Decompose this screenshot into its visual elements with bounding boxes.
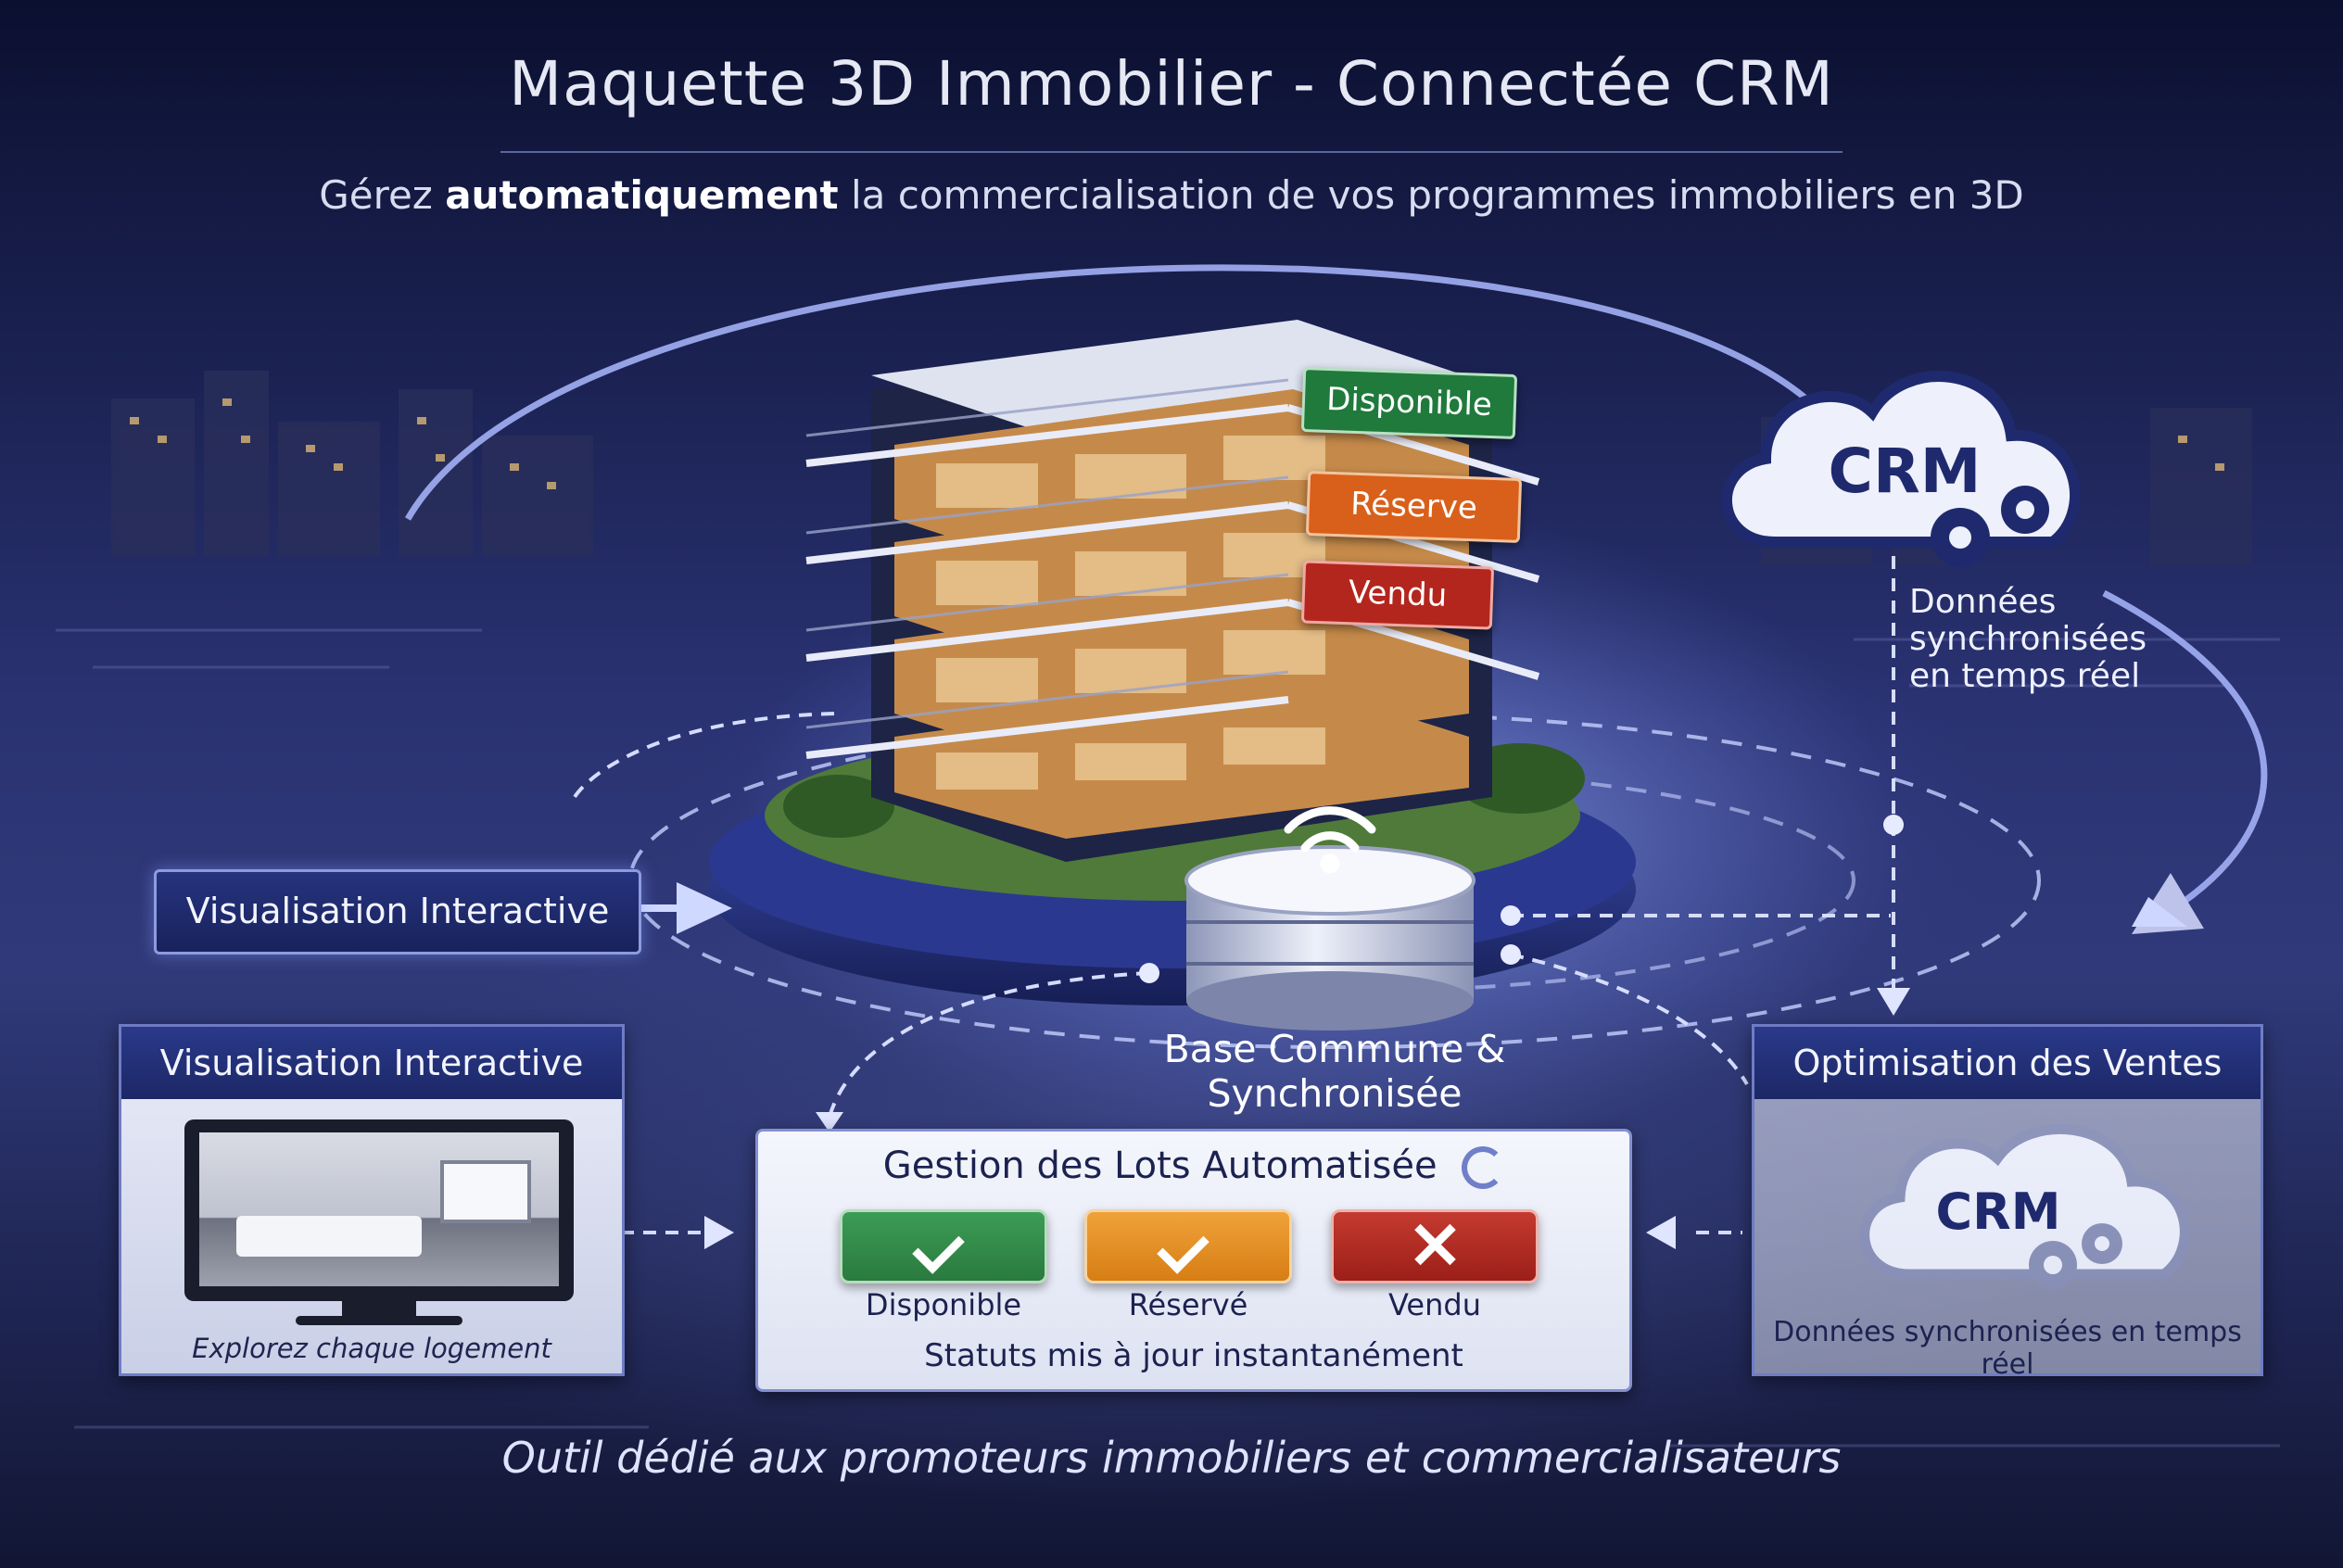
tag-reserve: Réserve (1305, 470, 1523, 544)
panel-visualisation: Visualisation Interactive Explorez chaqu… (119, 1024, 625, 1376)
monitor-stand (342, 1301, 416, 1318)
crm-cloud-top-icon (1720, 371, 2081, 548)
status-reserve-card (1084, 1209, 1292, 1283)
panel-lots-title-row: Gestion des Lots Automatisée (758, 1144, 1629, 1189)
connector-dots (1139, 815, 1904, 983)
orbit-arc-top (404, 264, 1819, 521)
page-subtitle: Gérez automatiquement la commercialisati… (0, 172, 2343, 218)
page-title: Maquette 3D Immobilier - Connectée CRM (509, 48, 1834, 120)
subtitle-start: Gérez (319, 172, 446, 218)
crm-top-label: CRM (1828, 436, 1982, 507)
panel-lots-footer: Statuts mis à jour instantanément (924, 1337, 1463, 1374)
database-caption-line1: Base Commune & (1163, 1027, 1506, 1071)
connectors (573, 556, 1895, 1234)
status-disponible-label: Disponible (865, 1287, 1022, 1322)
crm-top-caption-line1: Données (1909, 583, 2057, 621)
tag-disponible-label: Disponible (1325, 380, 1493, 424)
tagline: Outil dédié aux promoteurs immobiliers e… (501, 1433, 1842, 1483)
check-icon (912, 1221, 965, 1274)
refresh-icon (1462, 1146, 1505, 1189)
bed-shape (236, 1216, 422, 1257)
wifi-icon (1284, 806, 1376, 874)
database-icon (1184, 845, 1475, 1031)
room-preview-image (199, 1132, 559, 1286)
check-icon (1157, 1221, 1209, 1274)
visualisation-arrow-label: Visualisation Interactive (185, 891, 610, 931)
orbit-arc-right (2102, 589, 2268, 935)
panel-optimisation: Optimisation des Ventes CRM Données sync… (1752, 1024, 2263, 1381)
tree-left (783, 775, 894, 838)
status-vendu-label: Vendu (1388, 1287, 1481, 1322)
panel-optimisation-title: Optimisation des Ventes (1754, 1027, 2261, 1099)
panel-optimisation-caption: Données synchronisées en temps réel (1773, 1316, 2242, 1381)
status-reserve-label: Réservé (1128, 1287, 1248, 1322)
tag-vendu-label: Vendu (1348, 574, 1448, 614)
panel-lots-title: Gestion des Lots Automatisée (882, 1144, 1437, 1187)
crm-top-caption: Données synchronisées en temps réel (1909, 584, 2187, 695)
panel-optimisation-crm-label: CRM (1935, 1182, 2061, 1241)
tag-disponible: Disponible (1300, 366, 1518, 440)
tag-reserve-label: Réserve (1349, 485, 1478, 527)
tag-vendu: Vendu (1300, 560, 1495, 630)
water-reflections (56, 628, 2280, 1448)
monitor-icon (184, 1119, 574, 1325)
database-caption-line2: Synchronisée (1207, 1071, 1463, 1116)
panel-optimisation-body (1754, 1099, 2261, 1373)
city-lights (130, 398, 2224, 489)
subtitle-end: la commercialisation de vos programmes i… (838, 172, 2024, 218)
orbit-dashed-outer (628, 712, 2041, 1049)
visualisation-arrow-label-box: Visualisation Interactive (154, 869, 641, 955)
status-vendu-card (1331, 1209, 1539, 1283)
window-shape (440, 1160, 531, 1223)
panel-lots: Gestion des Lots Automatisée Disponible … (755, 1129, 1632, 1392)
panel-visualisation-caption: Explorez chaque logement (192, 1333, 551, 1364)
cross-icon (1412, 1221, 1458, 1268)
crm-top-caption-line3: en temps réel (1909, 657, 2141, 695)
orbit-arrowhead (2132, 897, 2187, 927)
connector-arrowheads (704, 988, 1910, 1249)
status-disponible-card (840, 1209, 1047, 1283)
subtitle-emphasis: automatiquement (445, 172, 839, 218)
monitor-base (296, 1316, 462, 1325)
panel-visualisation-title: Visualisation Interactive (121, 1027, 622, 1099)
arrow-into-model (640, 882, 732, 934)
crm-top-caption-line2: synchronisées (1909, 620, 2147, 658)
database-caption: Base Commune & Synchronisée (1094, 1027, 1576, 1116)
